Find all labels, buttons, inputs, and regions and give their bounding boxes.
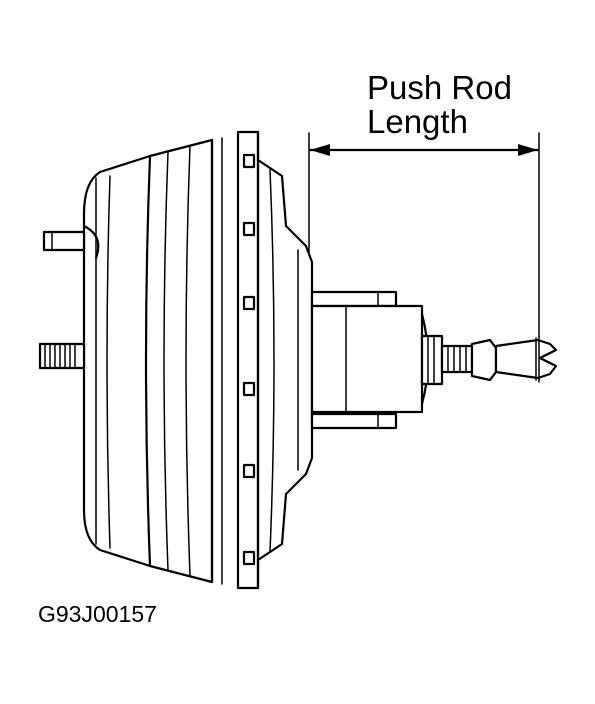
clevis <box>470 337 558 382</box>
push-rod-length-dimension <box>308 132 540 383</box>
front-hub <box>310 304 444 414</box>
flange-ring <box>236 130 260 590</box>
push-rod-length-label-line1: Push Rod <box>367 69 512 106</box>
rear-shell <box>82 154 152 568</box>
front-dome <box>256 158 314 562</box>
push-rod <box>440 344 474 374</box>
rear-input-stud <box>38 342 86 370</box>
mounting-studs <box>310 290 398 430</box>
front-shell <box>148 137 223 585</box>
push-rod-length-label-line2: Length <box>367 103 468 140</box>
figure-code: G93J00157 <box>38 601 157 627</box>
check-valve <box>42 224 100 260</box>
